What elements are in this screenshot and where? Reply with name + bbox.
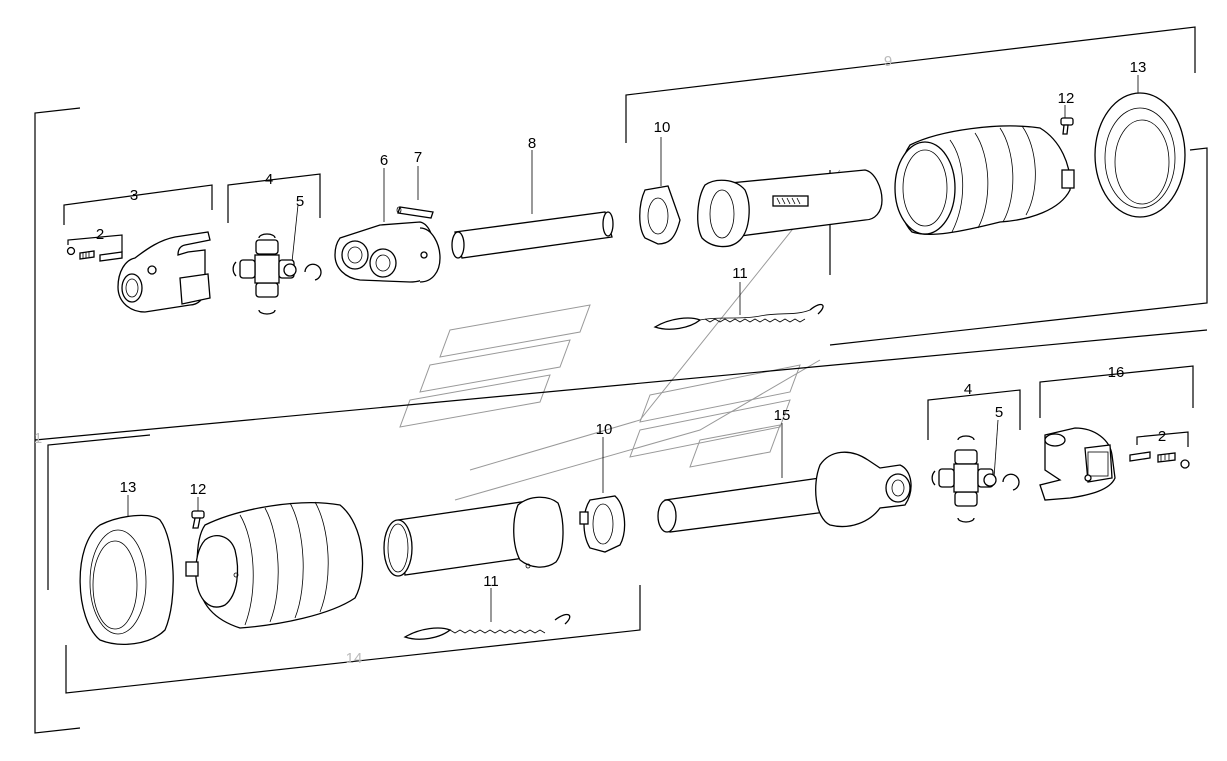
- label-12-upper: 12: [1058, 90, 1075, 107]
- part-13-guard-cone-upper: [1094, 92, 1186, 218]
- part-8-inner-tube: [451, 211, 614, 259]
- label-6: 6: [380, 152, 388, 169]
- label-4-left: 4: [265, 171, 273, 188]
- group-bracket-lower-left: [47, 434, 151, 590]
- part-guard-bellows-lower: [185, 501, 364, 629]
- bracket-4-right: [927, 389, 1021, 440]
- part-10-bearing-ring-upper: [639, 185, 681, 245]
- label-5-left: 5: [296, 193, 304, 210]
- part-11-safety-chain-lower: [403, 613, 571, 640]
- group-bracket-14: [65, 585, 641, 694]
- label-9: 9: [884, 53, 892, 70]
- label-3: 3: [130, 187, 138, 204]
- part-7-spring-pin: [396, 206, 434, 219]
- bracket-2-right: [1136, 431, 1189, 447]
- part-2-grease-fitting-right: [1129, 451, 1190, 469]
- part-12-screw-upper: [1060, 117, 1074, 135]
- label-8: 8: [528, 135, 536, 152]
- bracket-2-left: [67, 234, 123, 252]
- bracket-4-left: [227, 173, 321, 223]
- group-bracket-9: [625, 26, 1196, 143]
- part-3-inner-yoke: [117, 231, 211, 313]
- part-12-screw-lower: [191, 510, 205, 529]
- callout-labels: 3 2 4 5 6 7 8 9 10 11 12 13 13 12 11 10 …: [34, 53, 1166, 667]
- watermark-logo: [399, 169, 841, 501]
- label-16: 16: [1108, 364, 1125, 381]
- part-2-grease-fitting-left: [66, 246, 123, 262]
- part-4-cross-journal-right: [931, 435, 1020, 523]
- part-10-bearing-ring-lower: [579, 495, 626, 553]
- part-6-outer-yoke: [334, 221, 441, 283]
- part-outer-tube-lower: [383, 496, 564, 577]
- group-bracket-1: [34, 107, 1208, 734]
- bracket-3: [63, 184, 213, 225]
- label-2-left: 2: [96, 226, 104, 243]
- label-10-lower: 10: [596, 421, 613, 438]
- label-2-right: 2: [1158, 428, 1166, 445]
- part-13-guard-cone-lower: [79, 514, 174, 645]
- label-1: 1: [34, 430, 42, 447]
- label-4-right: 4: [964, 381, 972, 398]
- part-16-yoke-right: [1039, 427, 1116, 501]
- part-outer-tube-upper: [697, 169, 883, 248]
- label-10-upper: 10: [654, 119, 671, 136]
- label-7: 7: [414, 149, 422, 166]
- part-15-inner-tube-yoke: [657, 451, 912, 533]
- part-4-cross-journal-left: [232, 233, 322, 315]
- part-guard-bellows-upper: [894, 125, 1075, 236]
- bracket-16: [1039, 365, 1194, 418]
- part-11-safety-chain-upper: [653, 303, 824, 330]
- label-5-right: 5: [995, 404, 1003, 421]
- label-11-lower: 11: [483, 573, 499, 590]
- label-13-lower: 13: [120, 479, 137, 496]
- leader-lines: [127, 75, 1139, 622]
- label-14: 14: [346, 650, 363, 667]
- label-11-upper: 11: [732, 265, 748, 282]
- label-13-upper: 13: [1130, 59, 1147, 76]
- label-12-lower: 12: [190, 481, 207, 498]
- label-15: 15: [774, 407, 791, 424]
